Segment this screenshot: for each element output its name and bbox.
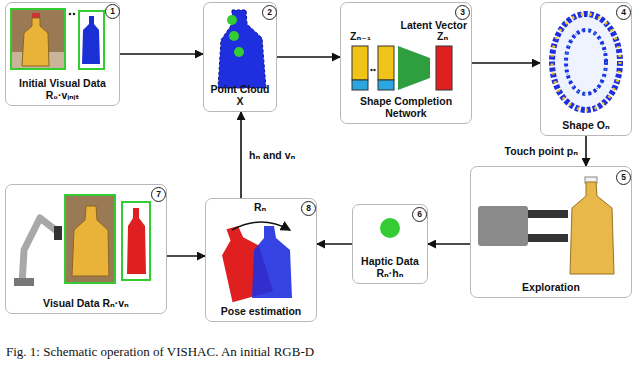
detection-box [11,9,65,69]
gripper-finger [528,234,568,242]
callout-number: 1 [105,4,120,19]
flow-arrow [472,62,540,64]
gripper [478,206,528,246]
gripper-finger [528,210,568,218]
completed-shape [566,30,606,94]
flow-arrow [167,255,205,257]
node-text: Haptic Data Rₙ·hₙ [357,255,423,280]
callout-number: 6 [412,207,427,222]
callout-number: 4 [616,5,631,20]
panel-box: Initial Visual Data R₀·vᵢₙᵢₜ [5,2,120,106]
photo [66,196,114,282]
latent-bar [352,46,368,80]
photo [12,10,64,68]
completed-shape [552,14,620,110]
touch-point [234,47,244,57]
node-text: Shape Completion Network [345,95,467,120]
segmentation-mask [82,16,100,64]
node-text: Exploration [522,281,580,294]
edge-label: hₙ and vₙ [247,149,297,161]
detection-box [122,202,150,280]
flow-arrow [277,56,340,58]
haptic-point [380,218,400,238]
flow-arrow [428,243,470,245]
completed-shape [552,14,620,110]
node-text: Initial Visual Data R₀·vᵢₙᵢₜ [10,77,115,102]
panel-box: Exploration [470,166,632,298]
callout-number: 2 [262,5,277,20]
robot-gripper [54,226,62,240]
symbol-label: Zₙ [437,30,448,42]
symbol-label: Rₙ [254,201,266,213]
touch-point [229,31,239,41]
flow-arrow [240,112,242,198]
callout-number: 7 [151,187,166,202]
flow-arrow [585,136,587,166]
network-block [398,46,430,90]
detection-box [79,11,104,69]
rotation-arrow [232,222,290,230]
point-cloud [218,10,266,88]
touch-point [227,15,237,25]
flow-arrow [317,243,352,245]
node-text: Point Cloud X [208,83,272,108]
panel-box: Shape Oₙ [540,2,632,136]
node-text: Visual Data Rₙ·vₙ [43,297,129,310]
dot [370,69,372,71]
dot [73,13,76,16]
callout-number: 3 [455,5,470,20]
figure-caption: Fig. 1: Schematic operation of VISHAC. A… [6,344,634,360]
dot [373,69,375,71]
node-text: Shape Oₙ [562,119,609,132]
mustard-bottle [22,18,49,66]
flow-arrow [120,53,203,55]
latent-bar [352,80,368,90]
shape-blue [252,226,292,298]
completed-shape [566,30,606,94]
mustard-bottle [570,182,614,274]
mustard-bottle [72,206,109,276]
detection-box [65,195,115,283]
callout-number: 5 [616,170,631,185]
dot [69,13,72,16]
callout-number: 8 [301,201,316,216]
latent-vector [436,46,452,90]
node-text: Pose estimation [221,305,302,318]
panel-box: Pose estimation [205,198,317,322]
latent-bar [378,46,394,80]
edge-label: Touch point pₙ [503,145,580,157]
symbol-label: Zₙ₋₁ [350,30,371,42]
node-text: Latent Vector [400,19,467,32]
panel-box: Visual Data Rₙ·vₙ [5,184,167,314]
robot-arm [22,218,58,285]
panel-box: Latent VectorShape Completion Network [340,2,472,124]
latent-bar [378,80,394,90]
robot-base [14,278,34,286]
segmentation-mask [127,208,146,274]
